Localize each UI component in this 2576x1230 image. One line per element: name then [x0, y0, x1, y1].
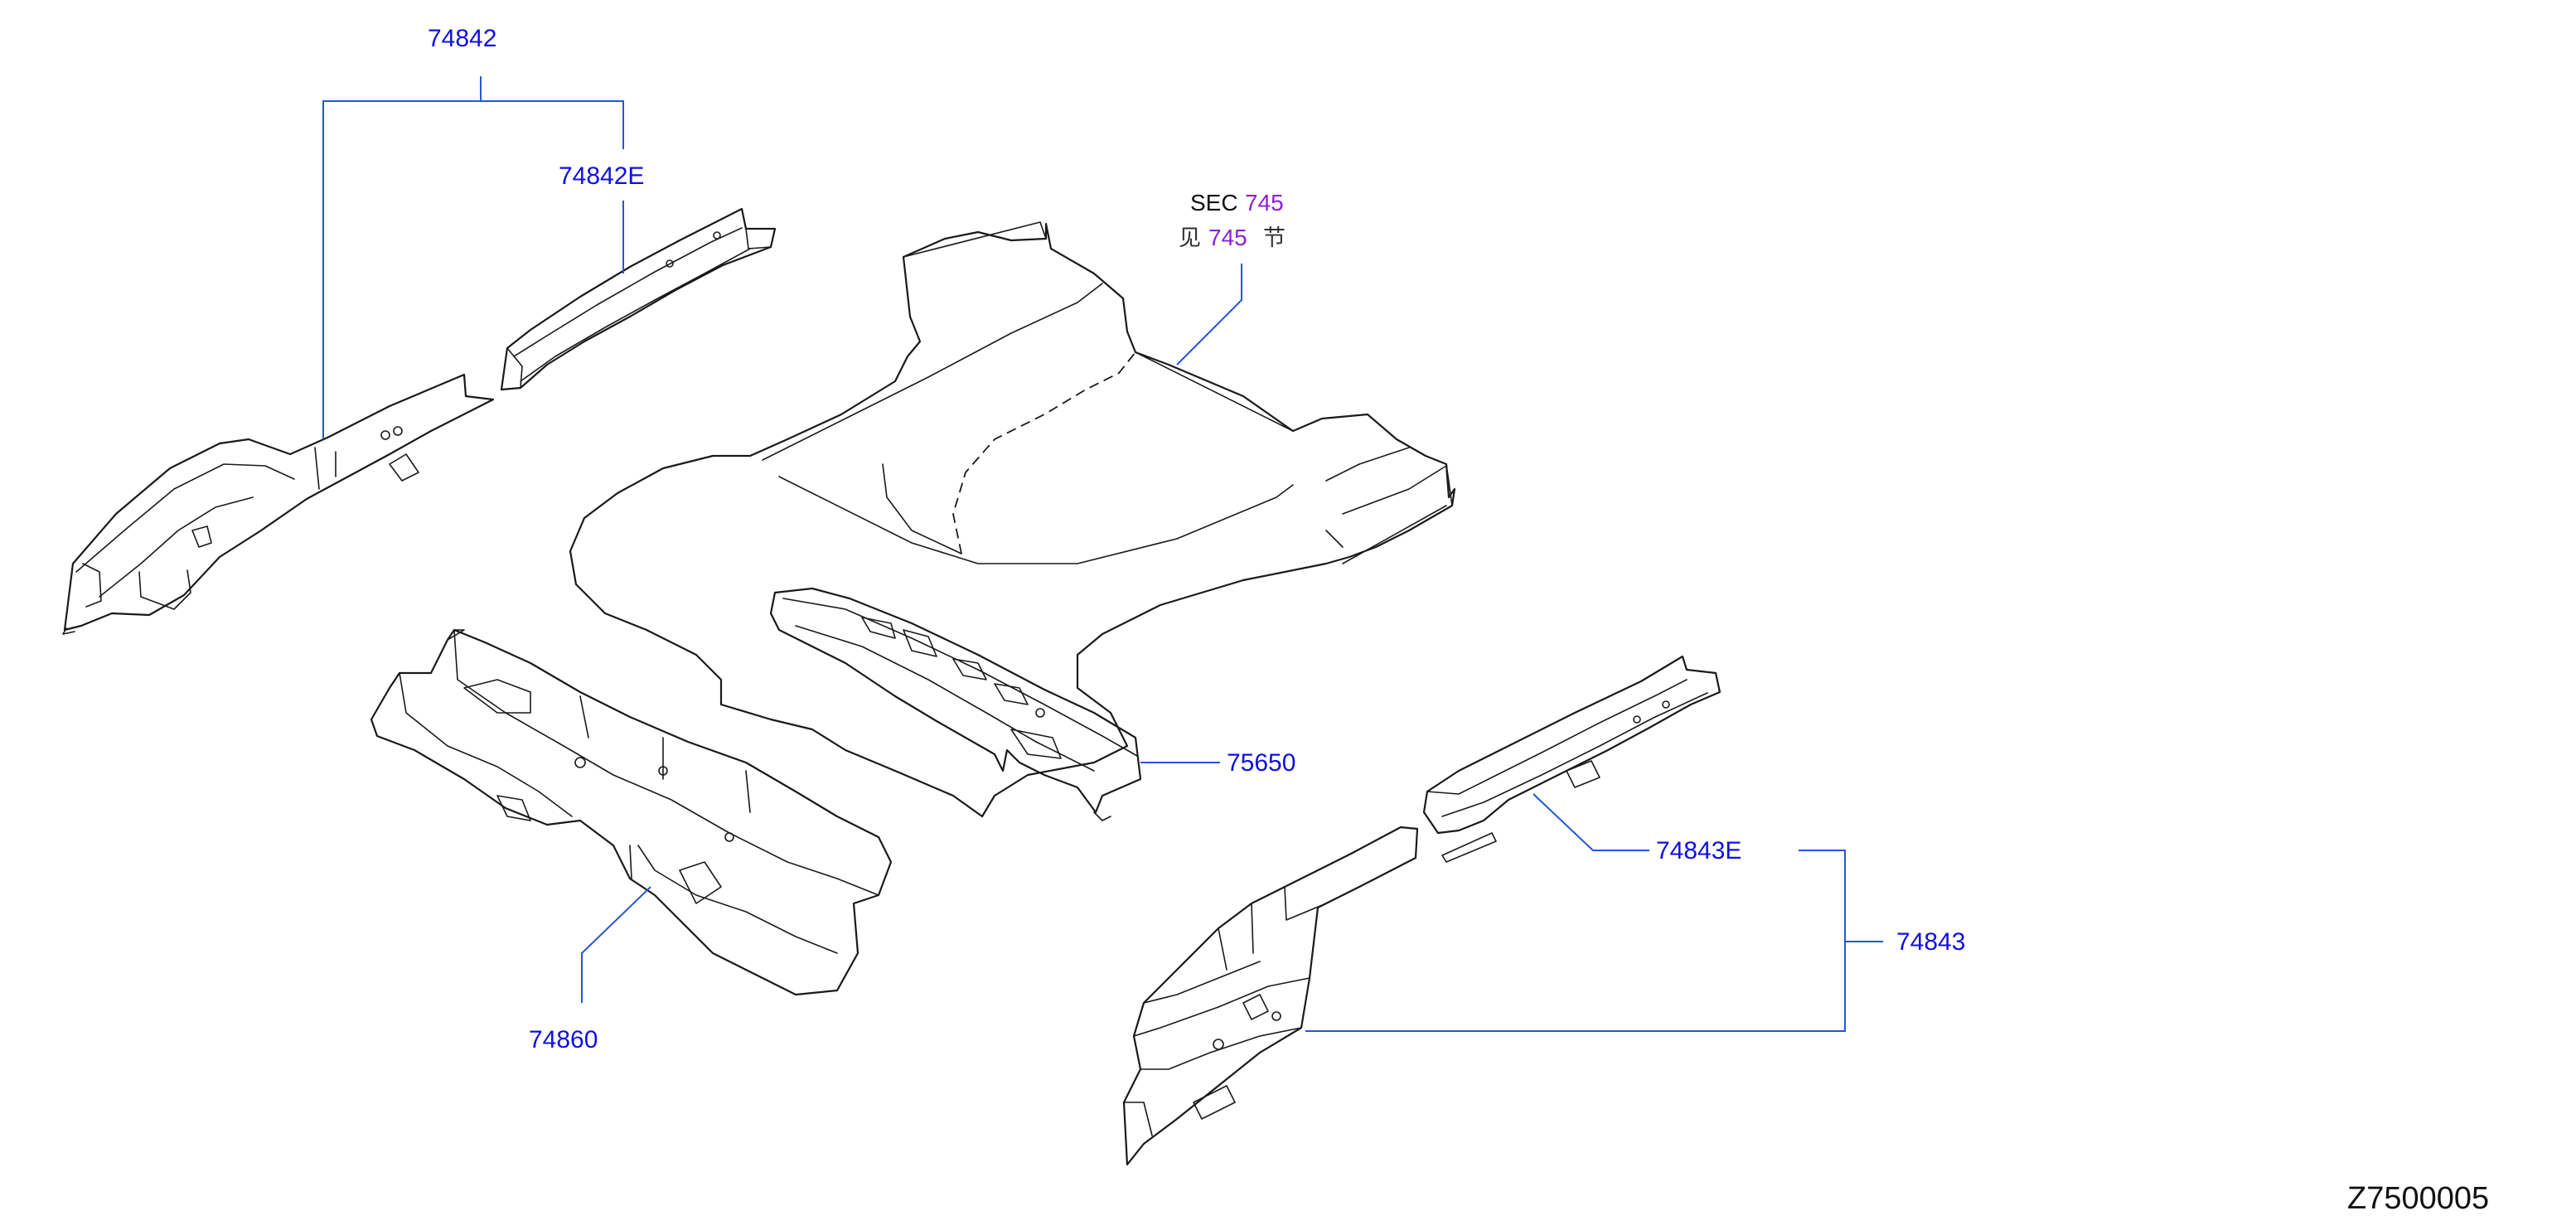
leader-74843-bracket: [1305, 850, 1846, 1032]
part-74843e-extension-right[interactable]: [1422, 655, 1721, 863]
part-74842e-extension-front-left[interactable]: [500, 207, 777, 391]
part-74860-dash-panel[interactable]: [370, 628, 893, 996]
callout-74860[interactable]: 74860: [529, 1026, 598, 1053]
leader-lines: [322, 76, 1883, 1032]
section-ref-cn-suffix: 节: [1263, 225, 1286, 251]
section-ref-prefix: SEC: [1190, 190, 1238, 215]
part-74843-side-member-right[interactable]: [1122, 826, 1419, 1166]
leader-74842-bracket: [322, 100, 624, 439]
callout-74842[interactable]: 74842: [428, 25, 496, 52]
leader-sec-745: [1176, 264, 1242, 366]
floor-panel-sec-745[interactable]: [569, 221, 1456, 818]
diagram-code: Z7500005: [2347, 1181, 2489, 1216]
leader-74860: [581, 886, 651, 1003]
section-ref-cn-prefix: 见: [1179, 225, 1201, 251]
part-75650-crossmember[interactable]: [769, 587, 1142, 821]
callout-74843[interactable]: 74843: [1896, 928, 1965, 956]
section-ref-link[interactable]: 745: [1245, 190, 1284, 215]
leader-74843e: [1533, 793, 1649, 851]
section-ref-cn-link[interactable]: 745: [1208, 225, 1247, 250]
part-74842-side-member-front-left[interactable]: [62, 373, 495, 635]
callout-74842e[interactable]: 74842E: [559, 162, 644, 190]
callout-75650[interactable]: 75650: [1227, 749, 1295, 777]
callout-74843e[interactable]: 74843E: [1656, 837, 1741, 864]
